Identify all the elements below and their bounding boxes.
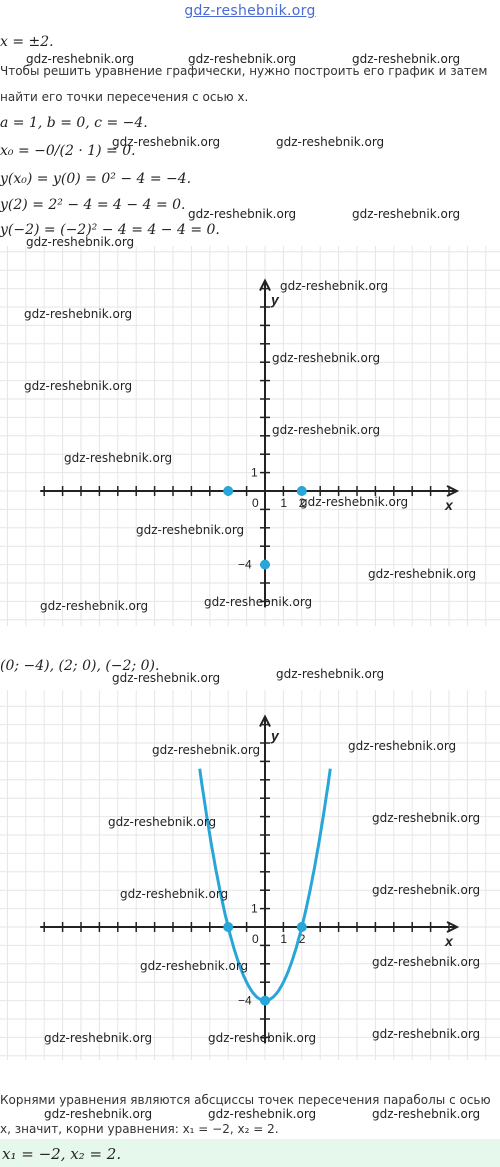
watermark: gdz-reshebnik.org — [204, 595, 313, 609]
watermark: gdz-reshebnik.org — [26, 235, 135, 249]
intro-line-1: Чтобы решить уравнение графически, нужно… — [0, 64, 488, 78]
data-point — [223, 486, 234, 496]
watermark: gdz-reshebnik.org — [352, 52, 461, 66]
watermark: gdz-reshebnik.org — [112, 671, 221, 685]
x-tick-label: 2 — [299, 496, 306, 510]
y-tick-label: 1 — [251, 902, 258, 916]
watermark: gdz-reshebnik.org — [208, 1031, 317, 1045]
x-tick-label: 2 — [299, 932, 306, 946]
site-header-link[interactable]: gdz-reshebnik.org — [184, 3, 316, 19]
points-line: (0; −4), (2; 0), (−2; 0). — [0, 658, 160, 674]
watermark: gdz-reshebnik.org — [280, 279, 389, 293]
intro-line-2: найти его точки пересечения с осью x. — [0, 90, 249, 104]
grid — [0, 246, 500, 626]
answer-text: x₁ = −2, x₂ = 2. — [2, 1145, 122, 1163]
watermark: gdz-reshebnik.org — [188, 207, 297, 221]
origin-label: 0 — [252, 932, 259, 946]
x-axis-arrow — [446, 921, 460, 933]
y-axis-label: y — [270, 292, 280, 308]
watermark: gdz-reshebnik.org — [136, 523, 245, 537]
answer-box — [0, 1139, 500, 1167]
watermark: gdz-reshebnik.org — [140, 959, 249, 973]
data-point — [296, 486, 307, 496]
y-axis-arrow — [259, 714, 271, 728]
watermark: gdz-reshebnik.org — [40, 599, 149, 613]
x-axis-arrow — [446, 485, 460, 497]
data-point — [296, 922, 307, 932]
y-of-minus-2-line: y(−2) = (−2)² − 4 = 4 − 4 = 0. — [0, 222, 220, 238]
x-axis-label: x — [444, 933, 454, 949]
watermark: gdz-reshebnik.org — [368, 567, 477, 581]
watermark: gdz-reshebnik.org — [372, 811, 481, 825]
watermark: gdz-reshebnik.org — [276, 135, 385, 149]
watermark: gdz-reshebnik.org — [276, 667, 385, 681]
watermark: gdz-reshebnik.org — [152, 743, 261, 757]
x-tick-label: 1 — [280, 932, 287, 946]
watermark: gdz-reshebnik.org — [272, 423, 381, 437]
x-axis-label: x — [444, 497, 454, 513]
y-tick-label: 1 — [251, 466, 258, 480]
watermark: gdz-reshebnik.org — [64, 451, 173, 465]
watermark: gdz-reshebnik.org — [188, 52, 297, 66]
watermark: gdz-reshebnik.org — [352, 207, 461, 221]
watermark: gdz-reshebnik.org — [348, 739, 457, 753]
y-axis-label: y — [270, 728, 280, 744]
data-point — [223, 922, 234, 932]
watermark: gdz-reshebnik.org — [372, 1027, 481, 1041]
y-tick-label: −4 — [238, 558, 252, 572]
y-tick-label: −4 — [238, 994, 252, 1008]
y-of-2-line: y(2) = 2² − 4 = 4 − 4 = 0. — [0, 197, 186, 213]
watermark: gdz-reshebnik.org — [272, 351, 381, 365]
vertex-y-line: y(x₀) = y(0) = 0² − 4 = −4. — [0, 171, 192, 187]
watermark: gdz-reshebnik.org — [300, 495, 409, 509]
conclusion-line-2: x, значит, корни уравнения: x₁ = −2, x₂ … — [0, 1122, 279, 1136]
y-axis-arrow — [259, 278, 271, 292]
watermark: gdz-reshebnik.org — [24, 307, 133, 321]
vertex-x-line: x₀ = −0/(2 · 1) = 0. — [0, 143, 136, 159]
watermark: gdz-reshebnik.org — [26, 52, 135, 66]
origin-label: 0 — [252, 496, 259, 510]
x-tick-label: 1 — [280, 496, 287, 510]
watermark: gdz-reshebnik.org — [44, 1031, 153, 1045]
data-point — [260, 995, 270, 1006]
watermark: gdz-reshebnik.org — [120, 887, 229, 901]
watermark: gdz-reshebnik.org — [108, 815, 217, 829]
data-point — [260, 559, 270, 570]
watermark: gdz-reshebnik.org — [112, 135, 221, 149]
watermark: gdz-reshebnik.org — [24, 379, 133, 393]
conclusion-line-1: Корнями уравнения являются абсциссы точе… — [0, 1093, 491, 1107]
roots-line: x = ±2. — [0, 34, 54, 50]
watermark: gdz-reshebnik.org — [372, 955, 481, 969]
watermark: gdz-reshebnik.org — [372, 883, 481, 897]
coefficients-line: a = 1, b = 0, c = −4. — [0, 115, 148, 131]
watermark: gdz-reshebnik.org — [44, 1107, 153, 1121]
watermark: gdz-reshebnik.org — [208, 1107, 317, 1121]
watermark: gdz-reshebnik.org — [372, 1107, 481, 1121]
